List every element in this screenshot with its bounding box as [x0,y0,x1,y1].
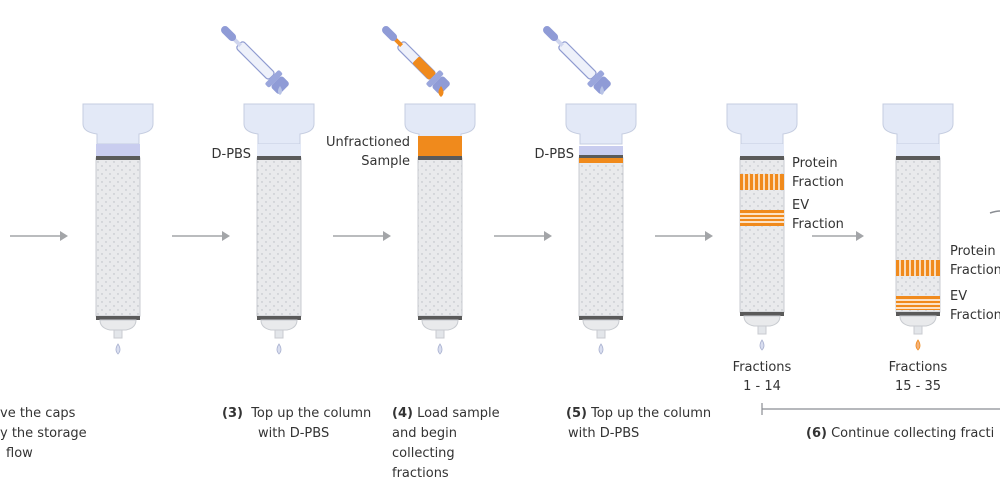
step-4-number: (4) [392,406,413,421]
drop-3 [278,86,282,95]
step-4-line-2: and begin [392,426,457,441]
range-bracket [761,403,1000,415]
ev-fraction-label-b: EV Fraction [950,287,1000,325]
fractions-label-a: Fractions 1 - 14 [722,358,802,396]
fractions-b-range: 15 - 35 [894,379,942,394]
fractions-a-range: 1 - 14 [743,379,781,394]
arrow-6 [812,231,864,241]
column-1 [82,103,154,355]
column-4 [565,103,637,355]
drop-4 [438,86,444,97]
column-1-drop [115,343,121,355]
protein-label-b-line-2: Fraction [950,263,1000,278]
step-4-caption: (4) Load sample and begin collecting fra… [392,404,500,484]
step-3-line-2: with D-PBS [258,426,330,441]
step-5-caption: (5) Top up the column with D-PBS [566,404,711,444]
step-2-caption: ve the caps y the storage flow [0,404,87,464]
arrow-1 [10,231,68,241]
dpbs-label-5: D-PBS [534,147,574,162]
step-3-caption: (3) Top up the column with D-PBS [222,404,371,444]
unfractioned-line-1: Unfractioned [326,135,410,150]
protein-fraction-label-b: Protein Fraction [950,242,1000,280]
step-2-line-1: ve the caps [0,406,76,421]
ev-label-a-line-2: Fraction [792,217,844,232]
protein-label-a-line-1: Protein [792,156,838,171]
column-2-drop [276,343,282,355]
column-5 [726,103,798,351]
unfractioned-label: Unfractioned Sample [300,133,410,171]
protein-band-a [740,174,784,190]
step-3-number: (3) [222,406,243,421]
column-3-drop [437,343,443,355]
dropper-3 [221,26,289,94]
column-5-drop [759,339,765,351]
step-6-text: Continue collecting fracti [831,426,995,441]
step-4-line-1: Load sample [417,406,500,421]
step-4-line-4: fractions [392,466,449,481]
column-6 [882,103,954,351]
ev-fraction-label-a: EV Fraction [792,196,844,234]
fractions-label-b: Fractions 15 - 35 [878,358,958,396]
drop-5 [600,86,604,95]
fractions-b-title: Fractions [888,360,948,375]
arrow-4 [494,231,552,241]
column-6-drop [915,339,921,351]
step-6-number: (6) [806,426,827,441]
dropper-4 [382,26,450,94]
column-2 [243,103,315,355]
ev-label-a-line-1: EV [792,198,810,213]
step-2-line-2: y the storage [0,426,87,441]
protein-label-b-line-1: Protein [950,244,996,259]
fractions-a-title: Fractions [732,360,792,375]
arrow-5 [655,231,713,241]
unfractioned-line-2: Sample [361,154,410,169]
partial-column-edge [989,210,1000,214]
protein-fraction-label-a: Protein Fraction [792,154,844,192]
step-5-line-2: with D-PBS [568,426,640,441]
protein-band-b [896,260,940,276]
arrow-3 [333,231,391,241]
step-6-caption: (6) Continue collecting fracti [806,424,1000,444]
step-5-number: (5) [566,406,587,421]
column-3 [404,103,476,355]
dropper-drops [278,86,604,97]
ev-label-b-line-2: Fraction [950,308,1000,323]
ev-band-a [740,210,784,226]
protein-label-a-line-2: Fraction [792,175,844,190]
dpbs-label-3: D-PBS [211,147,251,162]
column-4-drop [598,343,604,355]
step-5-line-1: Top up the column [591,406,712,421]
ev-label-b-line-1: EV [950,289,968,304]
dropper-5 [543,26,611,94]
step-2-line-3: flow [6,446,33,461]
arrow-2 [172,231,230,241]
arrows [10,231,864,241]
step-4-line-3: collecting [392,446,455,461]
step-3-line-1: Top up the column [251,406,372,421]
ev-band-b [896,296,940,310]
